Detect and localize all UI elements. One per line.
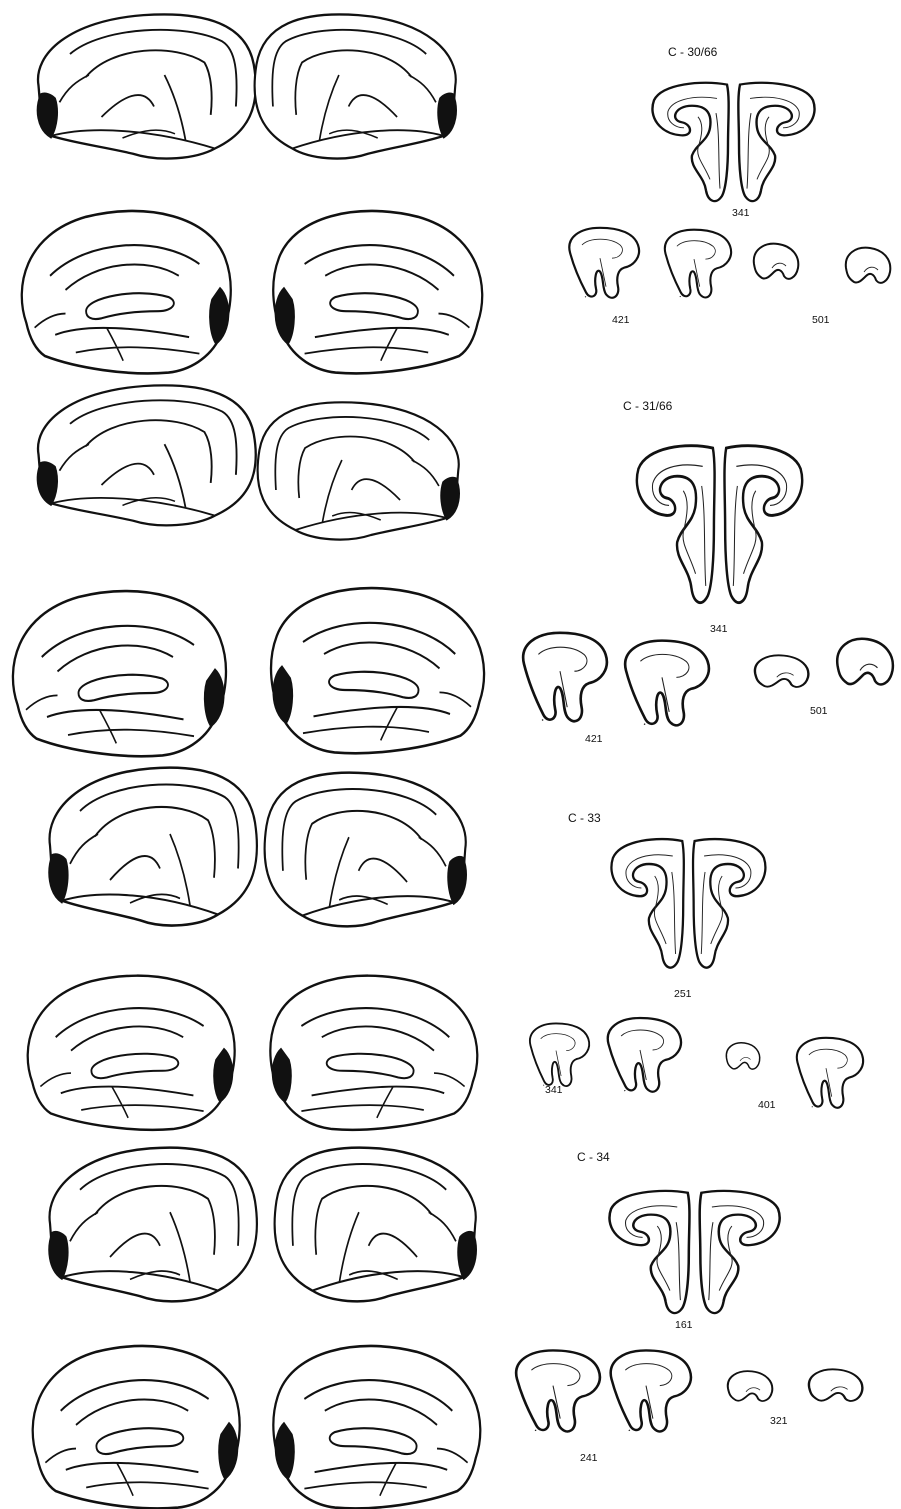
coronal-section xyxy=(637,446,802,603)
coronal-section xyxy=(837,639,893,685)
section-label: 341 xyxy=(710,623,728,635)
medial-hemisphere-right xyxy=(270,976,477,1130)
case-title: C - 30/66 xyxy=(668,45,718,59)
lateral-hemisphere-right xyxy=(265,773,467,927)
coronal-section xyxy=(665,230,731,298)
coronal-section xyxy=(625,641,709,726)
section-label: 161 xyxy=(675,1319,693,1331)
medial-hemisphere-right xyxy=(273,1346,480,1508)
coronal-section xyxy=(611,839,765,968)
medial-hemisphere-left xyxy=(28,976,235,1130)
lateral-hemisphere-left xyxy=(49,1148,257,1302)
medial-hemisphere-left xyxy=(13,591,226,756)
coronal-section xyxy=(728,1371,773,1401)
section-label: 501 xyxy=(810,705,828,717)
lateral-hemisphere-right xyxy=(255,14,457,158)
coronal-section xyxy=(755,655,808,687)
medial-hemisphere-right xyxy=(271,588,484,753)
lateral-hemisphere-right xyxy=(258,402,460,539)
coronal-section xyxy=(846,248,891,283)
coronal-section xyxy=(523,633,607,721)
hemisphere-views xyxy=(13,14,484,1508)
coronal-section xyxy=(608,1018,681,1092)
medial-hemisphere-left xyxy=(22,211,231,373)
case-c30: C - 30/66 341 421 501 xyxy=(569,45,890,326)
coronal-section xyxy=(530,1023,589,1086)
lateral-hemisphere-left xyxy=(37,385,256,525)
section-label: 341 xyxy=(545,1084,563,1096)
medial-hemisphere-right xyxy=(273,211,482,373)
case-title: C - 34 xyxy=(577,1150,610,1164)
coronal-section xyxy=(611,1350,691,1431)
coronal-section xyxy=(797,1038,863,1108)
section-label: 321 xyxy=(770,1415,788,1427)
coronal-section xyxy=(652,83,814,201)
coronal-section xyxy=(754,244,799,279)
case-title: C - 31/66 xyxy=(623,399,673,413)
coronal-section xyxy=(726,1043,759,1069)
case-c34: C - 34 161 241 321 xyxy=(516,1150,862,1464)
section-label: 501 xyxy=(812,314,830,326)
coronal-section xyxy=(516,1350,600,1431)
section-label: 421 xyxy=(585,733,603,745)
section-label: 401 xyxy=(758,1099,776,1111)
coronal-section xyxy=(569,228,639,298)
lateral-hemisphere-left xyxy=(37,14,256,158)
coronal-section xyxy=(609,1191,779,1313)
case-c33: C - 33 251 341 401 xyxy=(530,811,863,1111)
lateral-hemisphere-right xyxy=(275,1148,477,1302)
lateral-hemisphere-left xyxy=(49,768,257,926)
section-label: 251 xyxy=(674,988,692,1000)
section-label: 421 xyxy=(612,314,630,326)
section-label: 341 xyxy=(732,207,750,219)
case-title: C - 33 xyxy=(568,811,601,825)
medial-hemisphere-left xyxy=(33,1346,240,1508)
coronal-section xyxy=(809,1369,862,1401)
section-label: 241 xyxy=(580,1452,598,1464)
case-c31: C - 31/66 341 421 501 xyxy=(523,399,893,745)
